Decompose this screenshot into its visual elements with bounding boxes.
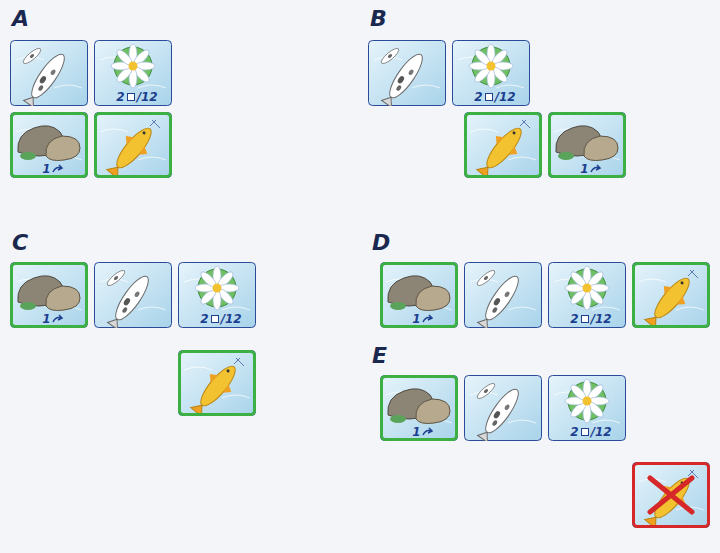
lily-tile: 2/12	[548, 375, 634, 441]
move-arrow-icon	[422, 314, 434, 324]
tile-value: 1	[42, 313, 50, 325]
square-icon	[211, 315, 219, 323]
rock-tile: 1	[548, 112, 634, 178]
tile-value: /12	[591, 426, 612, 438]
tile-value: /12	[221, 313, 242, 325]
move-arrow-icon	[52, 164, 64, 174]
tile-value: 1	[580, 163, 588, 175]
example-letter: A	[12, 8, 29, 30]
square-icon	[581, 315, 589, 323]
square-icon	[127, 93, 135, 101]
lily-tile: 2/12	[94, 40, 180, 106]
tile-value: 1	[412, 313, 420, 325]
rock-tile: 1	[10, 112, 96, 178]
example-letter: B	[370, 8, 387, 30]
example-letter: E	[372, 345, 387, 367]
move-arrow-icon	[422, 427, 434, 437]
rock-tile: 1	[10, 262, 96, 328]
rock-tile: 1	[380, 262, 466, 328]
lily-tile: 2/12	[548, 262, 634, 328]
move-arrow-icon	[590, 164, 602, 174]
square-icon	[581, 428, 589, 436]
tile-value: 2	[570, 313, 578, 325]
tile-value: /12	[137, 91, 158, 103]
example-letter: D	[372, 232, 390, 254]
lily-tile: 2/12	[178, 262, 264, 328]
tile-value: 2	[474, 91, 482, 103]
tile-value: /12	[591, 313, 612, 325]
square-icon	[485, 93, 493, 101]
example-letter: C	[12, 232, 28, 254]
move-arrow-icon	[52, 314, 64, 324]
tile-value: /12	[495, 91, 516, 103]
tile-value: 1	[412, 426, 420, 438]
tile-value: 2	[570, 426, 578, 438]
tile-value: 2	[116, 91, 124, 103]
tile-value: 1	[42, 163, 50, 175]
rock-tile: 1	[380, 375, 466, 441]
lily-tile: 2/12	[452, 40, 538, 106]
tile-value: 2	[200, 313, 208, 325]
